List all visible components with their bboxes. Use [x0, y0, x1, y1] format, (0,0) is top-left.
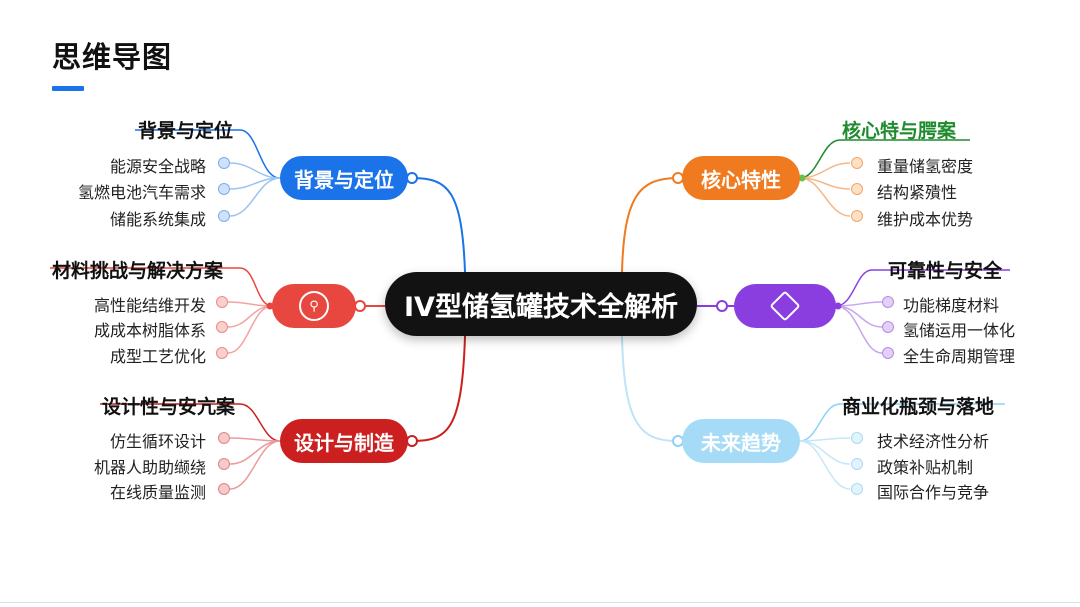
branch-core-features[interactable]: 核心特性: [682, 156, 800, 200]
branch-reliability[interactable]: [734, 284, 836, 328]
list-item: 仿生循环设计: [109, 432, 206, 451]
list-item: 氢储运用一体化: [903, 321, 1016, 340]
central-topic[interactable]: IV型储氢罐技术全解析: [385, 272, 697, 336]
list-item: 技术经济性分析: [877, 432, 990, 451]
list-item: 结构紧殨性: [877, 183, 958, 202]
list-item: 储能系统集成: [109, 210, 206, 229]
heading-materials: 材料挑战与解决方案: [52, 260, 224, 282]
page-title: 思维导图: [52, 40, 173, 74]
title-underline: [52, 86, 84, 91]
heading-reliability: 可靠性与安全: [888, 260, 1003, 282]
list-item: 成型工艺优化: [109, 347, 206, 366]
heading-design: 设计性与安亢案: [102, 396, 236, 418]
list-item: 维护成本优势: [877, 210, 974, 229]
list-item: 重量储氢密度: [877, 157, 974, 176]
list-item: 成成本树脂体系: [93, 321, 206, 340]
list-item: 高性能结维开发: [93, 296, 206, 315]
divider: [0, 602, 1080, 603]
list-item: 政策补贴机制: [877, 458, 974, 477]
list-item: 国际合作与竞争: [877, 483, 990, 502]
branch-materials[interactable]: ⚲: [272, 284, 356, 328]
list-item: 能源安全战略: [109, 157, 206, 176]
list-item: 在线质量监测: [109, 483, 206, 502]
reliability-icon: [769, 290, 801, 322]
list-item: 全生命周期管理: [903, 347, 1016, 366]
materials-icon: ⚲: [299, 291, 329, 321]
heading-core: 核心特与腭案: [842, 120, 957, 142]
heading-future: 商业化瓶颈与落地: [842, 396, 995, 418]
heading-background-positioning: 背景与定位: [138, 120, 234, 142]
branch-future-trends[interactable]: 未来趋势: [682, 419, 800, 463]
branch-design-manufacturing[interactable]: 设计与制造: [280, 419, 408, 463]
branch-background-positioning[interactable]: 背景与定位: [280, 156, 408, 200]
list-item: 氢燃电池汽车需求: [77, 183, 206, 202]
list-item: 机器人助助缬绕: [93, 458, 206, 477]
list-item: 功能梯度材料: [903, 296, 1000, 315]
